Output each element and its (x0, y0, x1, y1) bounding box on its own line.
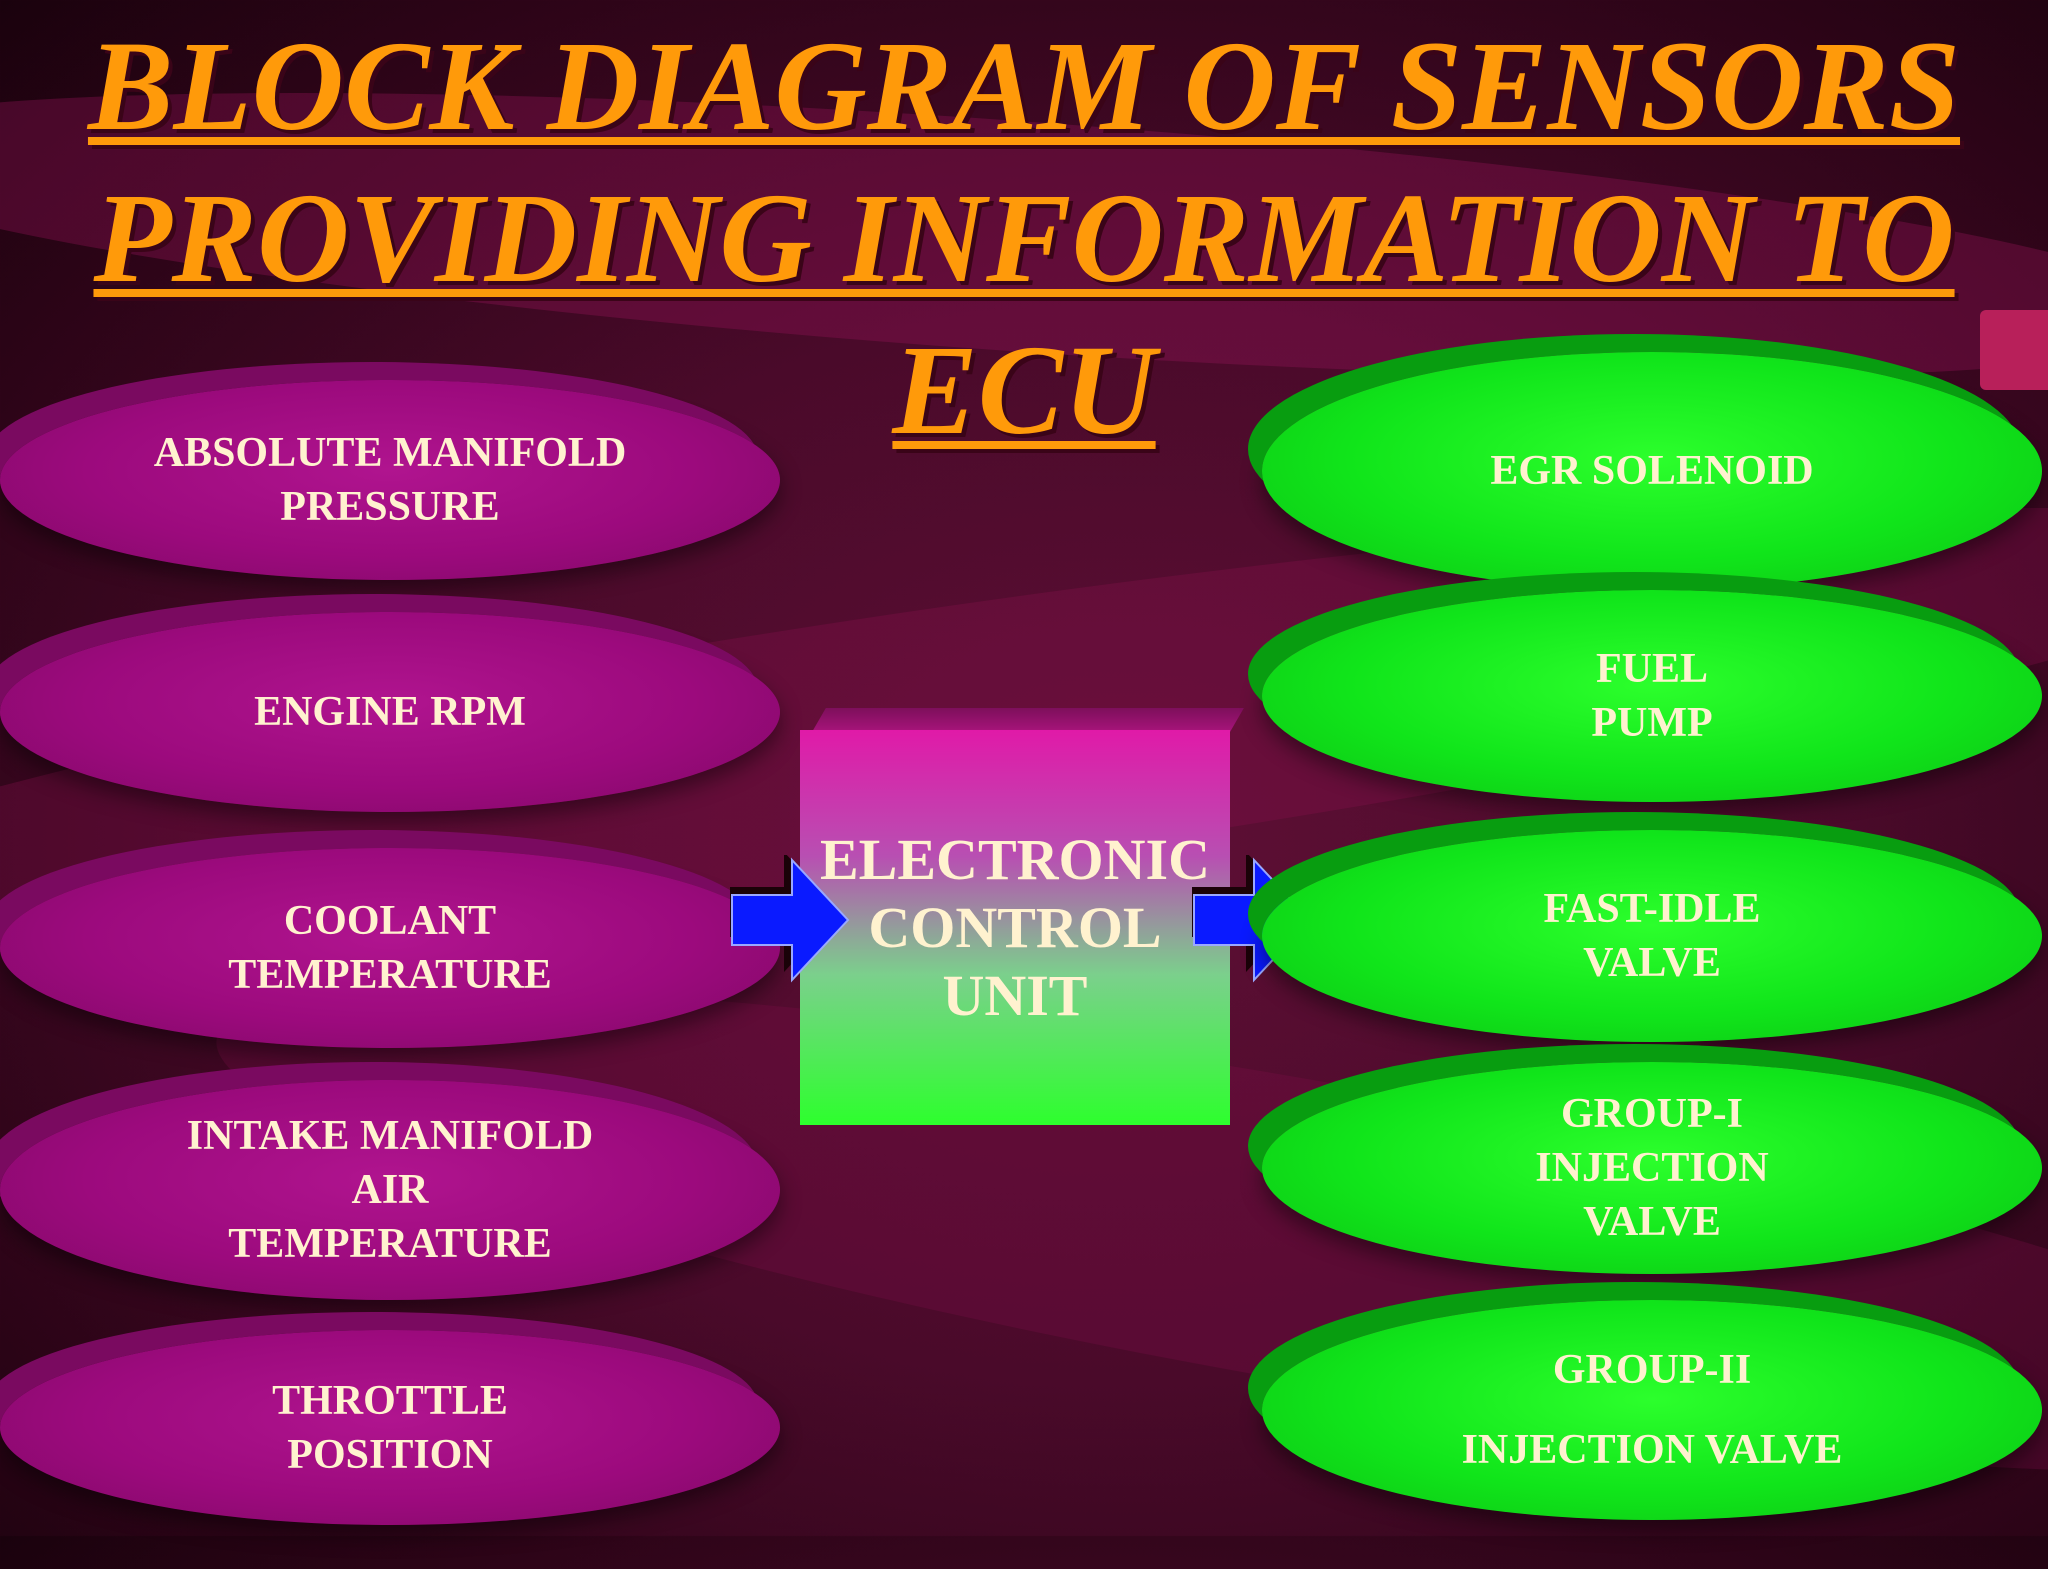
actuator-group-ii-injection-valve: GROUP-II INJECTION VALVE (1262, 1300, 2042, 1520)
actuator-label: FUEL PUMP (1591, 646, 1713, 746)
ecu-top-face (812, 708, 1244, 732)
electronic-control-unit: ELECTRONIC CONTROL UNIT (800, 730, 1230, 1125)
actuator-label: GROUP-II INJECTION VALVE (1461, 1347, 1843, 1473)
sensor-label: THROTTLE POSITION (272, 1377, 508, 1478)
actuator-fuel-pump: FUEL PUMP (1262, 590, 2042, 802)
sensor-absolute-manifold-pressure: ABSOLUTE MANIFOLD PRESSURE (0, 380, 780, 580)
title-line-1: BLOCK DIAGRAM OF SENSORS (87, 15, 1961, 157)
sensor-to-ecu-arrow-icon (730, 855, 850, 983)
sensor-label: COOLANT TEMPERATURE (228, 898, 552, 998)
actuator-fast-idle-valve: FAST-IDLE VALVE (1262, 830, 2042, 1042)
actuator-label: GROUP-I INJECTION VALVE (1535, 1091, 1769, 1245)
actuator-label: EGR SOLENOID (1490, 448, 1814, 494)
actuator-egr-solenoid: EGR SOLENOID (1262, 352, 2042, 590)
actuator-label: FAST-IDLE VALVE (1543, 886, 1761, 986)
sensor-coolant-temperature: COOLANT TEMPERATURE (0, 848, 780, 1048)
actuator-group-i-injection-valve: GROUP-I INJECTION VALVE (1262, 1062, 2042, 1274)
title-line-3: ECU (892, 319, 1156, 461)
sensor-engine-rpm: ENGINE RPM (0, 612, 780, 812)
diagram-title: BLOCK DIAGRAM OF SENSORS PROVIDING INFOR… (0, 10, 2048, 466)
ecu-label: ELECTRONIC CONTROL UNIT (820, 826, 1210, 1028)
sensor-label: ENGINE RPM (254, 689, 526, 735)
title-line-2: PROVIDING INFORMATION TO (93, 167, 1955, 309)
sensor-throttle-position: THROTTLE POSITION (0, 1330, 780, 1525)
sensor-label: ABSOLUTE MANIFOLD PRESSURE (153, 430, 627, 530)
sensor-label: INTAKE MANIFOLD AIR TEMPERATURE (186, 1113, 594, 1267)
sensor-intake-manifold-air-temperature: INTAKE MANIFOLD AIR TEMPERATURE (0, 1080, 780, 1300)
